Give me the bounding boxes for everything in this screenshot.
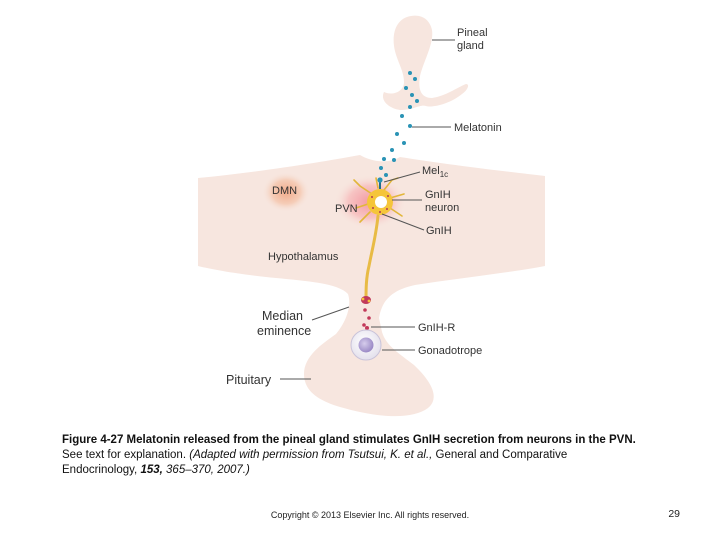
label-gnih-r: GnIH-R	[418, 322, 455, 334]
diagram-canvas: Pineal gland Melatonin Mel1c DMN PVN GnI…	[198, 15, 545, 417]
gnih-granules	[371, 195, 389, 213]
label-gonadotrope: Gonadotrope	[418, 345, 482, 357]
gnih-terminal	[361, 296, 371, 304]
label-mel1c: Mel1c	[422, 165, 448, 179]
label-melatonin: Melatonin	[454, 122, 502, 134]
figure-caption: Figure 4-27 Melatonin released from the …	[62, 433, 692, 478]
label-gnih: GnIH	[426, 225, 452, 237]
mel1c-receptor	[377, 177, 383, 189]
label-hypothalamus: Hypothalamus	[268, 251, 339, 263]
caption-text: See text for explanation.	[62, 449, 187, 461]
caption-journal: General and Comparative	[435, 449, 568, 461]
leader-mel1c	[383, 171, 421, 183]
label-dmn: DMN	[272, 185, 297, 197]
hypothalamus-shape	[198, 155, 545, 417]
caption-pages: 365–370, 2007.)	[166, 464, 250, 476]
leader-gnih	[381, 213, 425, 231]
caption-journal-2: Endocrinology,	[62, 464, 138, 476]
page-number: 29	[668, 508, 680, 520]
label-pvn: PVN	[335, 203, 358, 215]
dmn-region	[262, 172, 310, 212]
copyright-footer: Copyright © 2013 Elsevier Inc. All right…	[270, 510, 470, 520]
label-pineal-1: Pineal	[457, 27, 488, 39]
label-mel1c-main: Mel	[422, 165, 440, 177]
pineal-gland-shape	[382, 15, 469, 110]
caption-title: Figure 4-27 Melatonin released from the …	[62, 434, 636, 446]
gnih-neuron-axon	[364, 214, 380, 302]
gnih-neuron-nucleus	[375, 196, 387, 208]
label-median-2: eminence	[257, 324, 311, 338]
label-pineal-2: gland	[457, 40, 484, 52]
caption-citation: (Adapted with permission from Tsutsui, K…	[189, 449, 433, 461]
label-pituitary: Pituitary	[226, 373, 272, 387]
label-mel1c-sub: 1c	[440, 170, 448, 179]
leader-median-eminence	[311, 306, 350, 321]
caption-volume: 153,	[140, 464, 163, 476]
label-median-1: Median	[262, 309, 303, 323]
melatonin-molecules	[379, 71, 419, 177]
label-gnih-neuron-2: neuron	[425, 202, 459, 214]
gonadotrope-nucleus	[358, 337, 374, 353]
label-gnih-neuron-1: GnIH	[425, 189, 451, 201]
